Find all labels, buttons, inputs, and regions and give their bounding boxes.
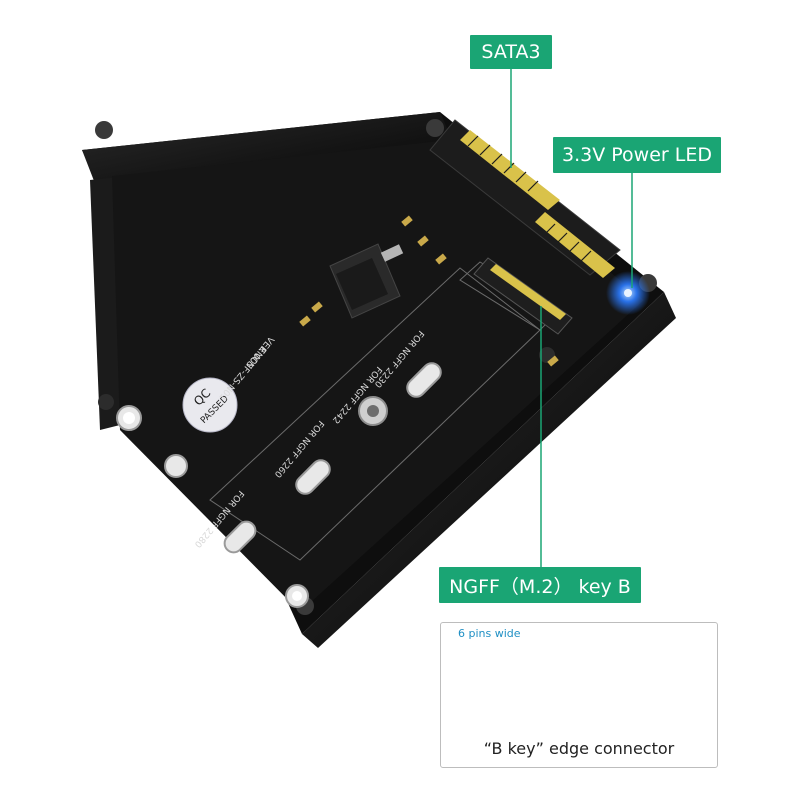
pins-wide-label: 6 pins wide (458, 627, 521, 640)
power-led-callout: 3.3V Power LED (553, 137, 721, 173)
smd-components (299, 215, 559, 367)
voltage-regulator (329, 243, 404, 319)
screw-icon (95, 121, 113, 139)
m2-socket (473, 257, 573, 335)
sata3-callout: SATA3 (470, 35, 552, 69)
power-led (606, 271, 650, 315)
screw-icon (426, 119, 444, 137)
callout-leaders (510, 69, 633, 567)
edge-connector-caption: “B key” edge connector (483, 739, 675, 758)
edge-connector-panel: 6 pins wide “B key” edge connector (440, 622, 718, 768)
mounting-holes (116, 362, 442, 608)
ngff-key-b-callout: NGFF（M.2） key B (439, 567, 641, 603)
bottom-rail (302, 292, 676, 648)
qc-sticker: QC PASSED (182, 377, 238, 433)
left-rail (82, 112, 452, 186)
sata-connector (429, 119, 621, 278)
